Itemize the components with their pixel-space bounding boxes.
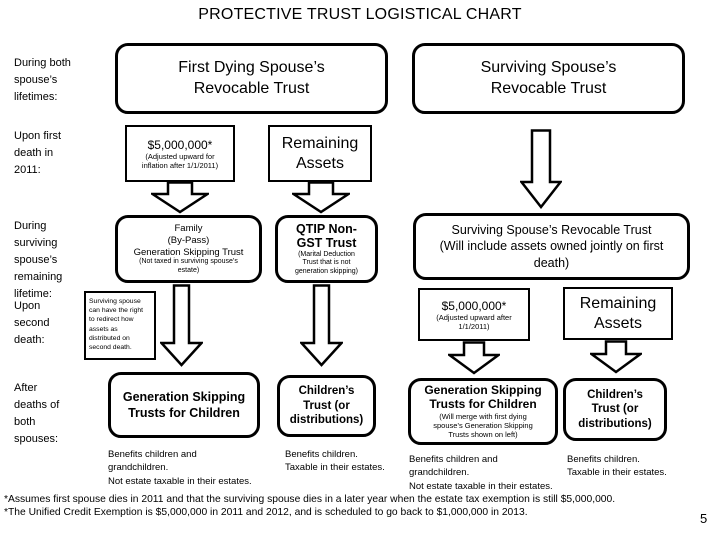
box-title: Surviving Spouse’s Revocable Trust (Will… <box>439 223 664 270</box>
down-arrow <box>151 181 209 214</box>
box-title: Generation Skipping Trusts for Children <box>122 389 246 420</box>
down-arrow <box>520 129 562 209</box>
box-note: (Not taxed in surviving spouse’s estate) <box>139 258 238 274</box>
footnote-1: *Assumes first spouse dies in 2011 and t… <box>4 494 616 505</box>
box-surviving-trust-after-death: Surviving Spouse’s Revocable Trust (Will… <box>413 213 690 280</box>
down-arrow <box>300 284 343 367</box>
row-label-first-death: Upon first death in 2011: <box>14 130 62 177</box>
caption-gst-right: Benefits children and grandchildren. Not… <box>409 454 553 492</box>
box-qtip-trust: QTIP Non- GST Trust (Marital Deduction T… <box>275 215 378 283</box>
box-first-dying-trust: First Dying Spouse’s Revocable Trust <box>115 43 388 114</box>
box-note: (Adjusted upward after 1/1/2011) <box>436 312 512 331</box>
caption-children-left: Benefits children. Taxable in their esta… <box>285 449 385 474</box>
box-title: $5,000,000* <box>147 137 213 152</box>
note-text: Surviving spouse can have the right to r… <box>89 298 144 351</box>
box-childrens-trust-right: Children’s Trust (or distributions) <box>563 378 667 441</box>
caption-children-right: Benefits children. Taxable in their esta… <box>567 454 667 479</box>
down-arrow <box>292 181 350 214</box>
box-title: Remaining Assets <box>579 294 657 332</box>
box-exemption-second: $5,000,000* (Adjusted upward after 1/1/2… <box>418 288 530 341</box>
box-title: QTIP Non- GST Trust <box>296 222 357 251</box>
box-title: $5,000,000* <box>441 298 507 313</box>
page-title: PROTECTIVE TRUST LOGISTICAL CHART <box>198 6 522 23</box>
page-number: 5 <box>700 511 708 526</box>
down-arrow <box>160 284 203 367</box>
box-redirect-note: Surviving spouse can have the right to r… <box>84 291 156 360</box>
box-exemption-first: $5,000,000* (Adjusted upward for inflati… <box>125 125 235 182</box>
caption-gst-left: Benefits children and grandchildren. Not… <box>108 449 252 487</box>
footnote-2: *The Unified Credit Exemption is $5,000,… <box>4 507 528 518</box>
down-arrow <box>590 340 642 374</box>
row-label-both-lifetimes: During both spouse’s lifetimes: <box>14 57 71 104</box>
box-title: Surviving Spouse’s Revocable Trust <box>480 58 617 97</box>
box-childrens-trust-left: Children’s Trust (or distributions) <box>277 375 376 437</box>
down-arrow <box>448 341 500 375</box>
box-title: Generation Skipping Trusts for Children <box>424 383 542 411</box>
box-family-gst-trust: Family (By-Pass) Generation Skipping Tru… <box>115 215 262 283</box>
box-title: Remaining Assets <box>281 134 359 172</box>
box-gst-children-left: Generation Skipping Trusts for Children <box>108 372 260 438</box>
box-remaining-second: Remaining Assets <box>563 287 673 340</box>
box-surviving-trust: Surviving Spouse’s Revocable Trust <box>412 43 685 114</box>
row-label-after-deaths: After deaths of both spouses: <box>14 382 60 446</box>
row-label-second-death: Upon second death: <box>14 300 50 347</box>
box-note: (Adjusted upward for inflation after 1/1… <box>141 151 219 170</box>
box-note: (Will merge with first dying spouse’s Ge… <box>433 411 533 439</box>
row-label-surviving-lifetime: During surviving spouse’s remaining life… <box>14 220 63 301</box>
box-note: (Marital Deduction Trust that is not gen… <box>294 250 359 275</box>
box-title: First Dying Spouse’s Revocable Trust <box>178 58 325 97</box>
box-title: Children’s Trust (or distributions) <box>578 388 652 430</box>
box-remaining-first: Remaining Assets <box>268 125 372 182</box>
box-gst-children-right: Generation Skipping Trusts for Children … <box>408 378 558 445</box>
box-title: Children’s Trust (or distributions) <box>289 385 364 427</box>
box-title: Family (By-Pass) Generation Skipping Tru… <box>133 222 244 258</box>
